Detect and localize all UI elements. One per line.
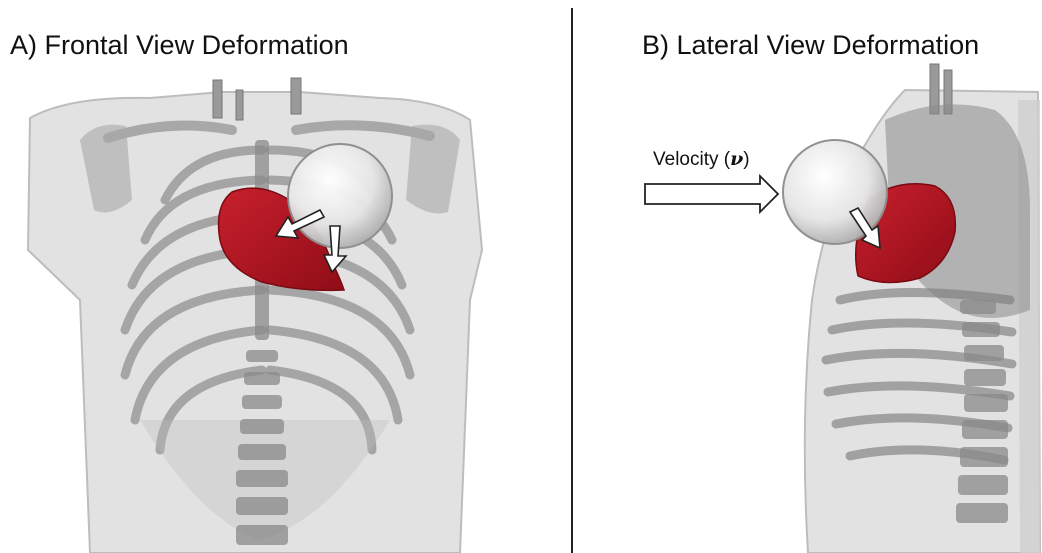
frontal-torso xyxy=(28,78,482,553)
velocity-label: Velocity (ν) xyxy=(653,148,750,171)
velocity-close-paren: ) xyxy=(743,149,749,170)
velocity-arrow xyxy=(645,176,778,212)
velocity-text: Velocity xyxy=(653,149,718,170)
velocity-symbol: ν xyxy=(730,148,743,170)
lateral-torso xyxy=(645,64,1040,553)
